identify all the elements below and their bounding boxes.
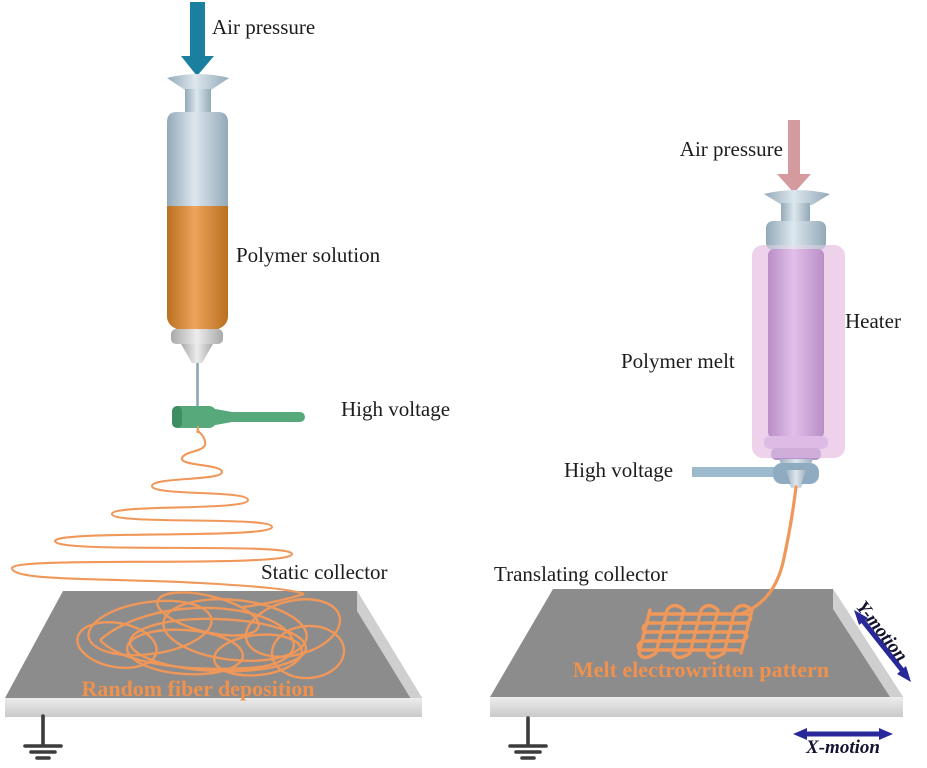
caption-random-fiber: Random fiber deposition <box>81 676 315 701</box>
label-translating-collector: Translating collector <box>494 562 668 586</box>
barrel-ring-upper <box>764 436 828 449</box>
collector-front-face <box>490 697 903 717</box>
label-polymer-melt: Polymer melt <box>621 349 735 373</box>
plunger-flange <box>167 74 229 90</box>
barrel-upper <box>167 112 228 207</box>
plunger-flange <box>764 190 830 205</box>
collector-front-face <box>5 698 422 717</box>
solution-electrospinning-setup <box>5 2 422 760</box>
melt-electrowriting-setup <box>490 120 911 760</box>
polymer-melt-barrel <box>768 249 824 438</box>
air-pressure-arrow-left <box>181 2 214 76</box>
barrel-ring-lower <box>771 448 821 460</box>
static-collector-platform <box>5 591 422 717</box>
label-heater: Heater <box>845 309 901 333</box>
label-polymer-solution: Polymer solution <box>236 243 381 267</box>
melt-fiber-jet <box>741 485 798 615</box>
collector-right-face <box>357 591 422 717</box>
high-voltage-connector-right <box>692 463 819 487</box>
label-high-voltage-left: High voltage <box>341 397 451 421</box>
ground-symbol-right <box>508 716 548 760</box>
nozzle-cone <box>181 344 213 363</box>
label-air-pressure-right: Air pressure <box>679 137 783 161</box>
air-pressure-arrow-right <box>777 120 811 193</box>
plunger-neck <box>781 203 810 225</box>
ground-symbol-left <box>23 714 63 760</box>
y-motion-arrow <box>854 610 911 682</box>
translating-collector-platform <box>490 589 903 717</box>
random-fiber-deposit <box>76 591 346 680</box>
collector-top-face <box>5 591 422 698</box>
label-high-voltage-right: High voltage <box>564 458 674 482</box>
electrowritten-grid <box>636 603 754 660</box>
collector-right-face <box>833 589 903 717</box>
syringe-left <box>167 74 229 410</box>
label-air-pressure-left: Air pressure <box>212 15 316 39</box>
plunger-cap <box>766 221 826 250</box>
heater-overlay <box>752 245 845 458</box>
label-x-motion: X-motion <box>806 737 880 758</box>
collector-top-face <box>490 589 903 697</box>
polymer-solution-fill <box>167 206 228 332</box>
label-static-collector: Static collector <box>261 560 388 584</box>
plunger-neck <box>185 89 211 114</box>
x-motion-arrow <box>793 728 893 740</box>
high-voltage-connector-left <box>172 406 305 428</box>
luer-flange <box>171 329 223 344</box>
whipping-fiber-spiral <box>10 425 305 595</box>
caption-melt-pattern: Melt electrowritten pattern <box>572 657 830 682</box>
